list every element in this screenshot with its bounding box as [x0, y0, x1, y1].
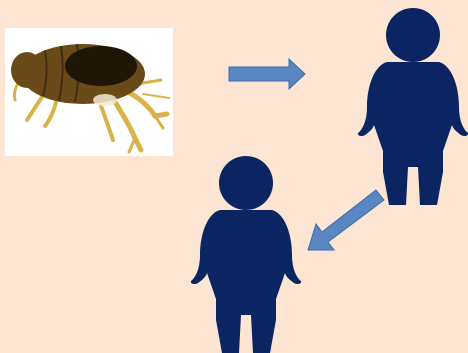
person-silhouette-icon — [358, 8, 468, 205]
person-silhouette-icon — [191, 156, 301, 353]
